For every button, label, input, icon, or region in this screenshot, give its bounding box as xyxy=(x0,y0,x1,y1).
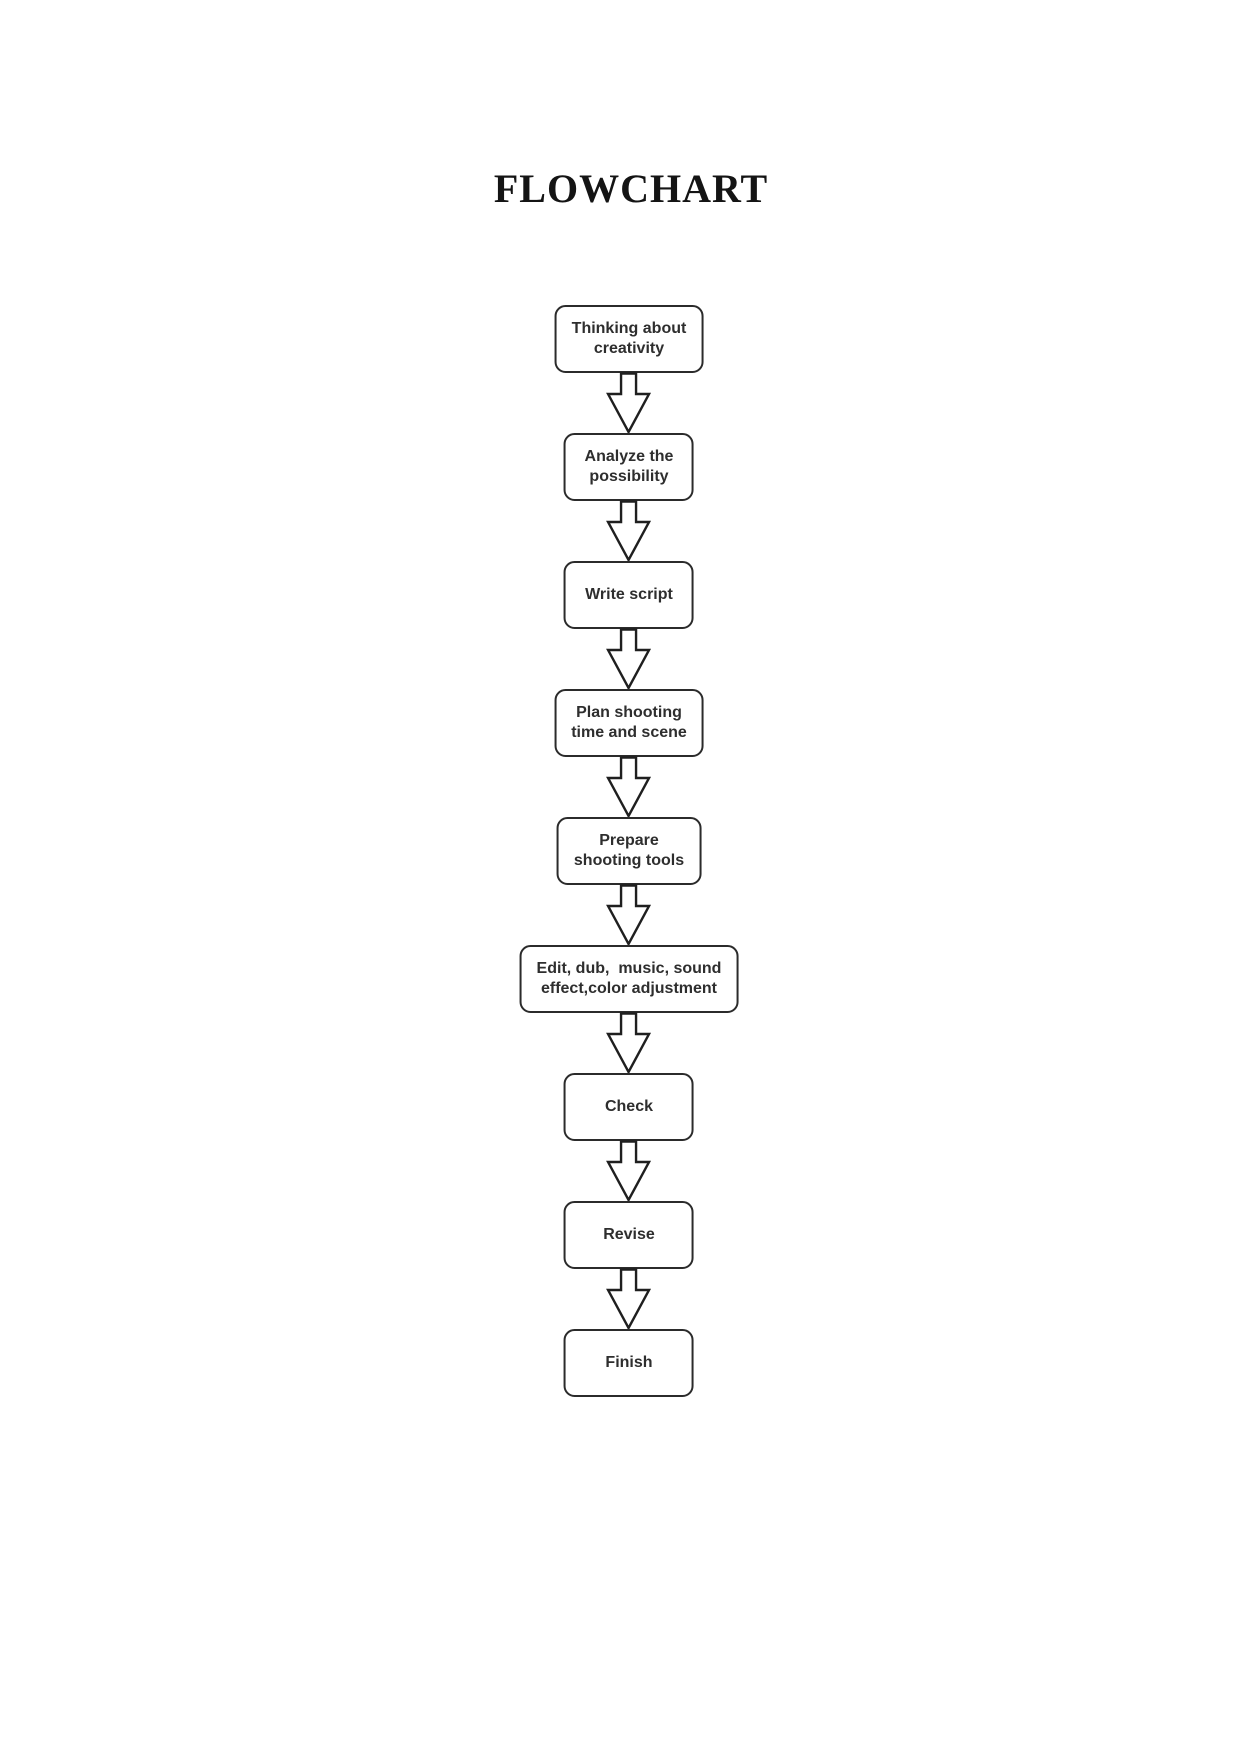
down-arrow-icon xyxy=(606,1140,652,1202)
node-finish: Finish xyxy=(563,1329,694,1397)
down-arrow-icon xyxy=(606,1268,652,1330)
down-arrow-icon xyxy=(606,372,652,434)
node-check: Check xyxy=(563,1073,694,1141)
flowchart: Thinking about creativity Analyze the po… xyxy=(519,305,739,1397)
down-arrow-icon xyxy=(606,500,652,562)
down-arrow-icon xyxy=(606,1012,652,1074)
node-revise: Revise xyxy=(563,1201,694,1269)
node-edit-dub-music-sound-effect-color-adjustment: Edit, dub, music, sound effect,color adj… xyxy=(519,945,739,1013)
node-write-script: Write script xyxy=(563,561,694,629)
node-prepare-shooting-tools: Prepare shooting tools xyxy=(556,817,702,885)
down-arrow-icon xyxy=(606,884,652,946)
down-arrow-icon xyxy=(606,756,652,818)
title-row: FLOWCHART xyxy=(11,165,1240,212)
down-arrow-icon xyxy=(606,628,652,690)
node-analyze-the-possibility: Analyze the possibility xyxy=(563,433,694,501)
node-thinking-about-creativity: Thinking about creativity xyxy=(554,305,704,373)
page-title: FLOWCHART xyxy=(493,166,769,211)
node-plan-shooting-time-and-scene: Plan shooting time and scene xyxy=(554,689,704,757)
